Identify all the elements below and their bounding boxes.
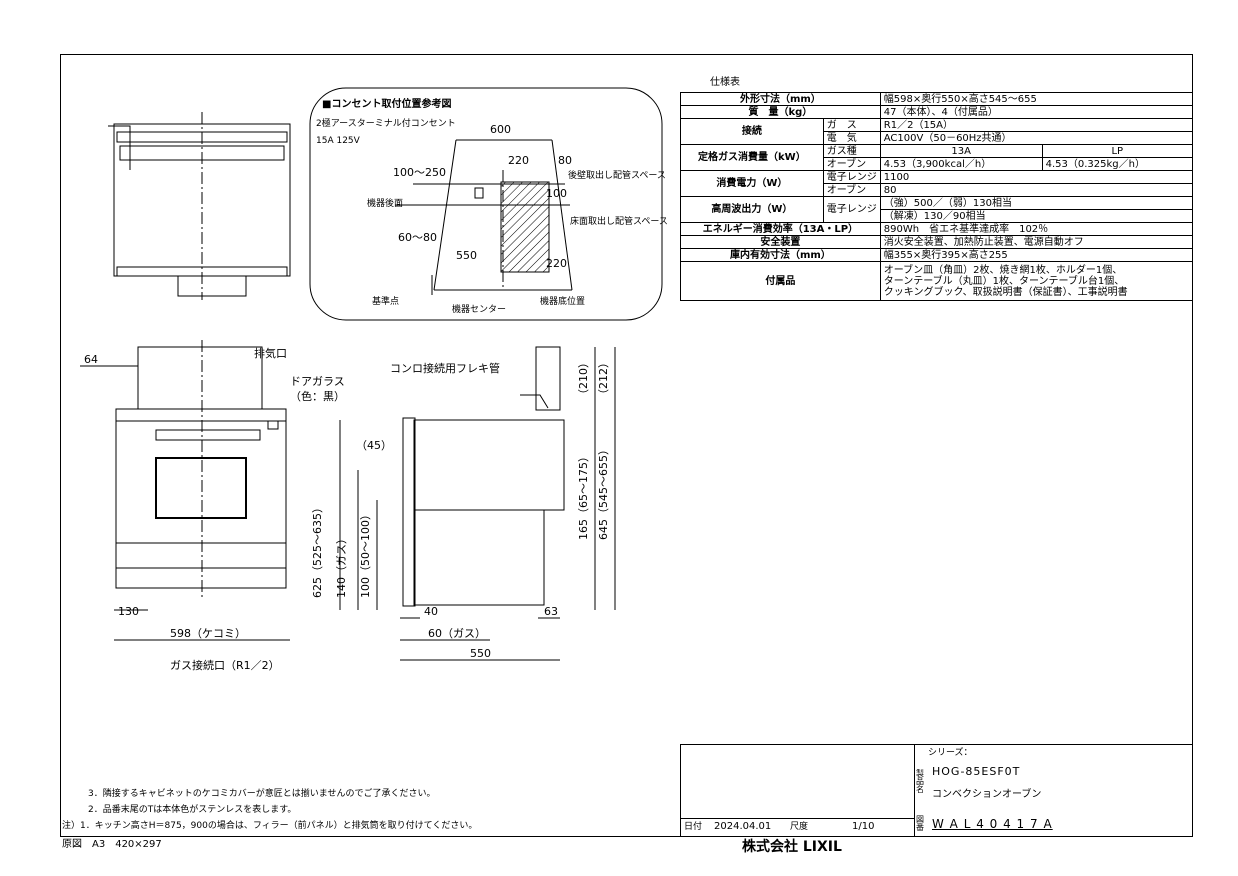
outlet-diagram-box — [309, 87, 663, 321]
acc-line3: クッキングブック、取扱説明書（保証書）、工事説明書 — [883, 286, 1128, 298]
gas-type-label: ガス種 — [822, 144, 881, 158]
side-dim-210: （210） — [577, 357, 590, 400]
dim-220b: 220 — [546, 257, 567, 270]
drawing-frame — [60, 54, 1193, 837]
label-rear-space: 後壁取出し配管スペース — [568, 171, 666, 181]
outlet-desc: 2極アースターミナル付コンセント — [316, 119, 456, 129]
side-dim-100: 100（50～100） — [359, 509, 372, 598]
mass-value: 47（本体）、4（付属品） — [879, 105, 1194, 119]
model-number: HOG-85ESF0T — [932, 765, 1021, 778]
flex-pipe-label: コンロ接続用フレキ管 — [390, 362, 500, 375]
conn-gas-label: ガ ス — [822, 118, 881, 132]
title-block — [680, 744, 1193, 837]
cavity-label: 庫内有効寸法（mm） — [680, 248, 881, 262]
door-glass-label: ドアガラス — [290, 375, 345, 388]
label-bottom: 機器底位置 — [540, 297, 586, 307]
mass-label: 質 量（kg） — [680, 105, 881, 119]
conn-label: 接続 — [680, 118, 824, 145]
micro-label: 電子レンジ — [822, 170, 881, 184]
top-view — [108, 112, 291, 300]
dim-60-80: 60～80 — [398, 231, 437, 244]
gas-inlet-label: ガス接続口（R1／2） — [170, 659, 280, 672]
oven-13a: 4.53（3,900kcal／h） — [879, 157, 1043, 171]
oven-lp: 4.53（0.325kg／h） — [1041, 157, 1194, 171]
front-dim-130: 130 — [118, 605, 139, 618]
dims-label: 外形寸法（mm） — [680, 92, 881, 106]
title-block-divider — [680, 818, 914, 819]
side-dim-550: 550 — [470, 647, 491, 660]
gas-13a: 13A — [879, 144, 1043, 158]
acc-line1: オーブン皿（角皿）2枚、焼き網1枚、ホルダー1個、 — [883, 264, 1123, 276]
drawing-number: W A L 4 0 4 1 7 A — [932, 817, 1053, 831]
micro-power: 1100 — [879, 170, 1194, 184]
cavity-value: 幅355×奥行395×高さ255 — [879, 248, 1194, 262]
title-block-vline — [914, 744, 915, 837]
oven-power: 80 — [879, 183, 1194, 197]
acc-label: 付属品 — [680, 261, 881, 301]
label-floor-space: 床面取出し配管スペース — [570, 217, 668, 227]
dim-220: 220 — [508, 154, 529, 167]
note-1: 注）1．キッチン高さH＝875，900の場合は、フィラー（前パネル）と排気筒を取… — [62, 821, 478, 831]
acc-line2: ターンテーブル（丸皿）1枚、ターンテーブル台1個、 — [883, 275, 1125, 287]
drawing-label: 図番 — [916, 815, 924, 832]
dim-550: 550 — [456, 249, 477, 262]
company-name: 株式会社 LIXIL — [742, 839, 842, 855]
side-dim-63: 63 — [544, 605, 558, 618]
side-view — [339, 346, 616, 661]
side-dim-212: （212） — [597, 357, 610, 400]
conn-gas-value: R1／2（15A） — [879, 118, 1194, 132]
hf-value2: （解凍）130／90相当 — [879, 209, 1194, 223]
side-dim-140: 140（ガス） — [335, 533, 348, 598]
oven-label: オーブン — [822, 157, 881, 171]
outlet-rating: 15A 125V — [316, 136, 360, 146]
hf-sub: 電子レンジ — [822, 196, 881, 223]
scale-value: 1/10 — [852, 821, 875, 832]
spec-table: 外形寸法（mm）幅598×奥行550×高さ545～655 質 量（kg）47（本… — [680, 92, 1194, 301]
safety-value: 消火安全装置、加熱防止装置、電源自動オフ — [879, 235, 1194, 249]
original-size: 原図 A3 420×297 — [62, 839, 162, 850]
power-label: 消費電力（W） — [680, 170, 824, 197]
product-label: 製品名 — [916, 769, 924, 794]
side-dim-40: 40 — [424, 605, 438, 618]
gas-lp: LP — [1041, 144, 1194, 158]
front-view — [80, 340, 290, 641]
conn-elec-label: 電 気 — [822, 131, 881, 145]
scale-label: 尺度 — [790, 822, 809, 832]
label-base-point: 基準点 — [372, 297, 400, 307]
dim-600: 600 — [490, 123, 511, 136]
side-dim-625: 625（525～635） — [311, 502, 324, 598]
safety-label: 安全装置 — [680, 235, 881, 249]
hf-value1: （強）500／（弱）130相当 — [879, 196, 1194, 210]
side-dim-45: （45） — [356, 439, 392, 452]
dim-80: 80 — [558, 154, 572, 167]
product-name: コンベクションオーブン — [932, 789, 1042, 800]
side-dim-60: 60（ガス） — [428, 627, 486, 640]
exhaust-label: 排気口 — [254, 347, 287, 360]
note-2: 2．品番末尾のTは本体色がステンレスを表します。 — [88, 805, 297, 815]
dim-100: 100 — [546, 187, 567, 200]
door-color-label: （色：黒） — [290, 390, 345, 403]
gas-cons-label: 定格ガス消費量（kW） — [680, 144, 824, 171]
date-value: 2024.04.01 — [714, 821, 772, 832]
eff-label: エネルギー消費効率（13A・LP） — [680, 222, 881, 236]
date-label: 日付 — [684, 822, 703, 832]
hf-label: 高周波出力（W） — [680, 196, 824, 223]
front-dim-598: 598（ケコミ） — [170, 627, 246, 640]
note-3: 3．隣接するキャビネットのケコミカバーが意匠とは揃いませんのでご了承ください。 — [88, 789, 436, 799]
spec-table-title: 仕様表 — [710, 77, 740, 88]
front-dim-64: 64 — [84, 353, 98, 366]
outlet-diagram-lines — [395, 139, 573, 295]
outlet-title: ■コンセント取付位置参考図 — [322, 99, 452, 110]
oven-power-label: オーブン — [822, 183, 881, 197]
eff-value: 890Wh 省エネ基準達成率 102％ — [879, 222, 1194, 236]
side-dim-165: 165（65～175） — [577, 451, 590, 540]
conn-elec-value: AC100V（50－60Hz共通） — [879, 131, 1194, 145]
series-label: シリーズ： — [928, 748, 973, 758]
dims-value: 幅598×奥行550×高さ545～655 — [879, 92, 1194, 106]
label-rear-face: 機器後面 — [367, 199, 404, 209]
dim-100-250: 100～250 — [393, 166, 446, 179]
side-dim-645: 645（545～655） — [597, 444, 610, 540]
label-center: 機器センター — [452, 305, 507, 315]
